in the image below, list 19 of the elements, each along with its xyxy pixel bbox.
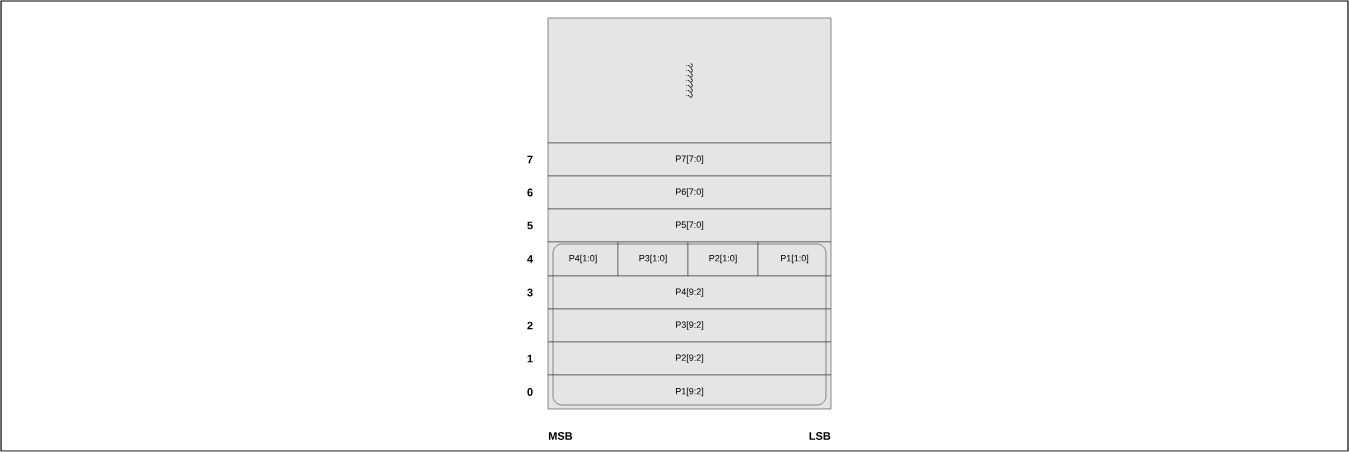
memory-cell: P2[1:0] [687, 241, 759, 277]
row-number: 6 [527, 188, 533, 197]
row-number: 1 [527, 354, 533, 363]
row-number: 2 [527, 321, 533, 330]
memory-row: P6[7:0] [547, 175, 832, 210]
memory-row: P3[9:2] [547, 308, 832, 343]
memory-row: P2[9:2] [547, 341, 832, 376]
row-number: 7 [527, 155, 533, 164]
bit-order-label: MSB [548, 432, 573, 440]
memory-cell: P4[1:0] [547, 241, 619, 277]
row-number: 0 [527, 388, 533, 396]
bit-order-label: LSB [809, 432, 831, 440]
memory-cell: P1[1:0] [757, 241, 832, 277]
memory-row: P1[9:2] [547, 374, 832, 410]
memory-row: P7[7:0] [547, 142, 832, 177]
memory-cell: P3[1:0] [617, 241, 689, 277]
row-number: 4 [527, 255, 533, 263]
row-number: 3 [527, 288, 533, 297]
row-number: 5 [527, 221, 533, 230]
